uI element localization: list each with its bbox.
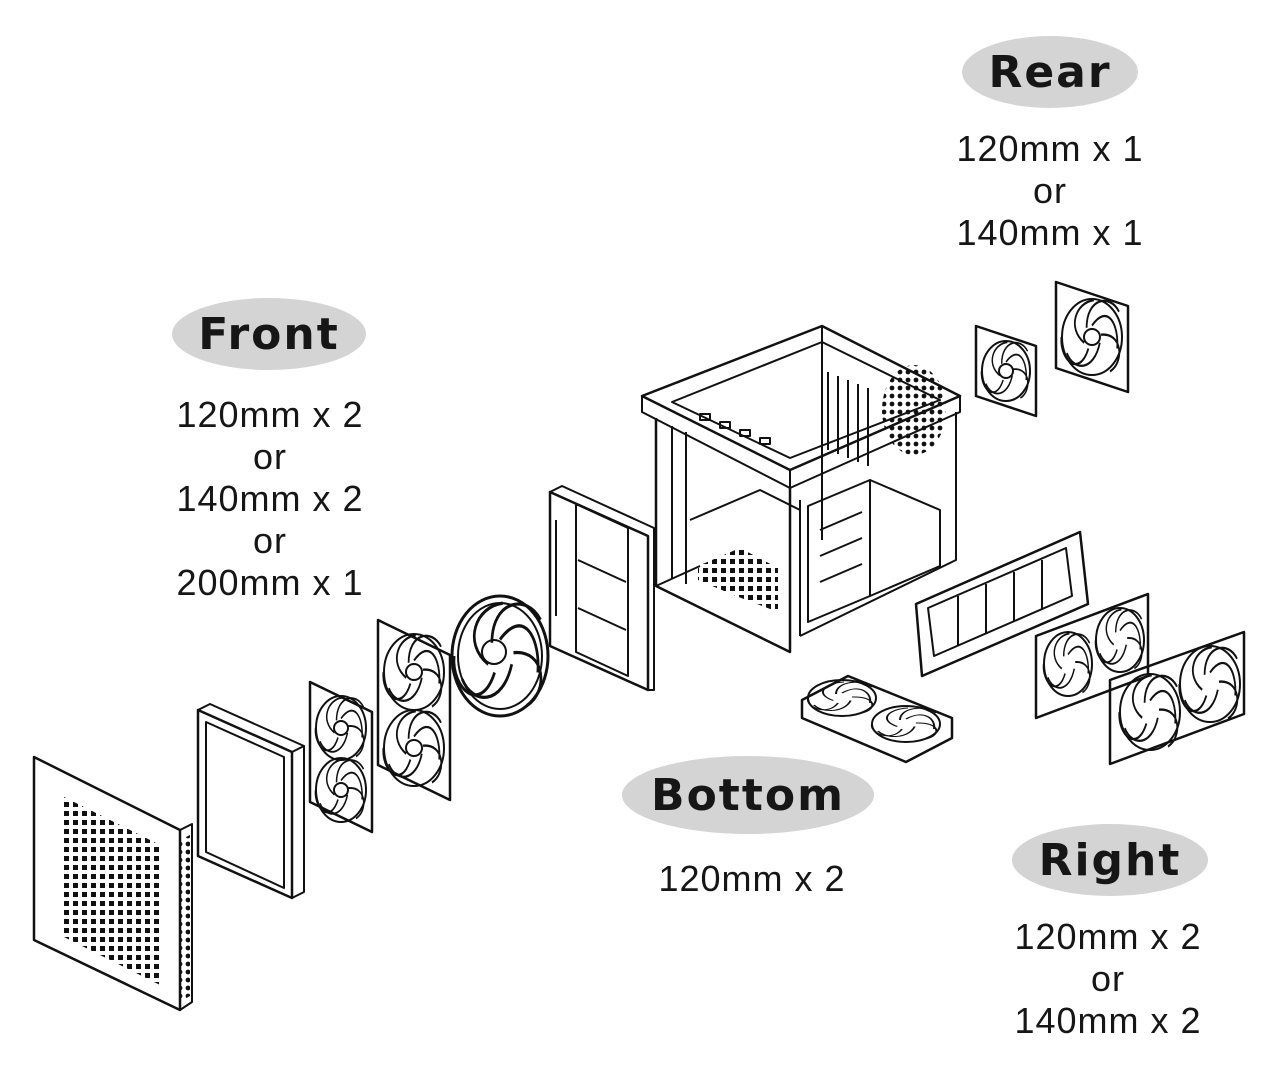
rear-spec-line: 120mm x 1: [956, 128, 1144, 169]
front-fan-pair-small: [308, 680, 374, 834]
rear-badge: Rear: [962, 36, 1138, 108]
front-spec: 120mm x 2 or 140mm x 2 or 200mm x 1: [150, 394, 390, 604]
front-fan-pair-large: [376, 618, 452, 802]
rear-fan-small: [974, 324, 1038, 418]
front-spec-line: 140mm x 2: [176, 478, 364, 519]
right-fan-pair-small: [1034, 592, 1150, 720]
bottom-spec-line: 120mm x 2: [658, 858, 846, 899]
case-chassis: [640, 324, 962, 654]
right-spec-line: 140mm x 2: [1014, 1000, 1202, 1041]
rear-label: Rear: [988, 46, 1112, 98]
right-label: Right: [1038, 834, 1182, 886]
front-badge: Front: [172, 298, 366, 370]
bottom-badge: Bottom: [622, 756, 874, 834]
front-spec-line: or: [252, 436, 287, 477]
rear-spec-line: or: [1032, 170, 1067, 211]
right-spec-line: 120mm x 2: [1014, 916, 1202, 957]
right-badge: Right: [1012, 824, 1208, 896]
rear-spec-line: 140mm x 1: [956, 212, 1144, 253]
bottom-label: Bottom: [651, 769, 845, 821]
bottom-spec: 120mm x 2: [632, 858, 872, 900]
front-spec-line: 120mm x 2: [176, 394, 364, 435]
front-mesh-panel: [32, 755, 193, 1012]
rear-fan-large: [1054, 280, 1130, 394]
front-spec-line: 200mm x 1: [176, 562, 364, 603]
right-fan-bracket: [914, 530, 1090, 678]
right-fan-pair-large: [1108, 630, 1246, 766]
right-spec-line: or: [1090, 958, 1125, 999]
front-spec-line: or: [252, 520, 287, 561]
rear-spec: 120mm x 1 or 140mm x 1: [930, 128, 1170, 254]
front-filter-frame: [196, 703, 305, 900]
front-label: Front: [198, 308, 340, 360]
front-fan-large-single: [450, 594, 550, 718]
front-fan-bracket: [548, 485, 655, 692]
bottom-fan-pair: [800, 674, 954, 764]
right-spec: 120mm x 2 or 140mm x 2: [988, 916, 1228, 1042]
